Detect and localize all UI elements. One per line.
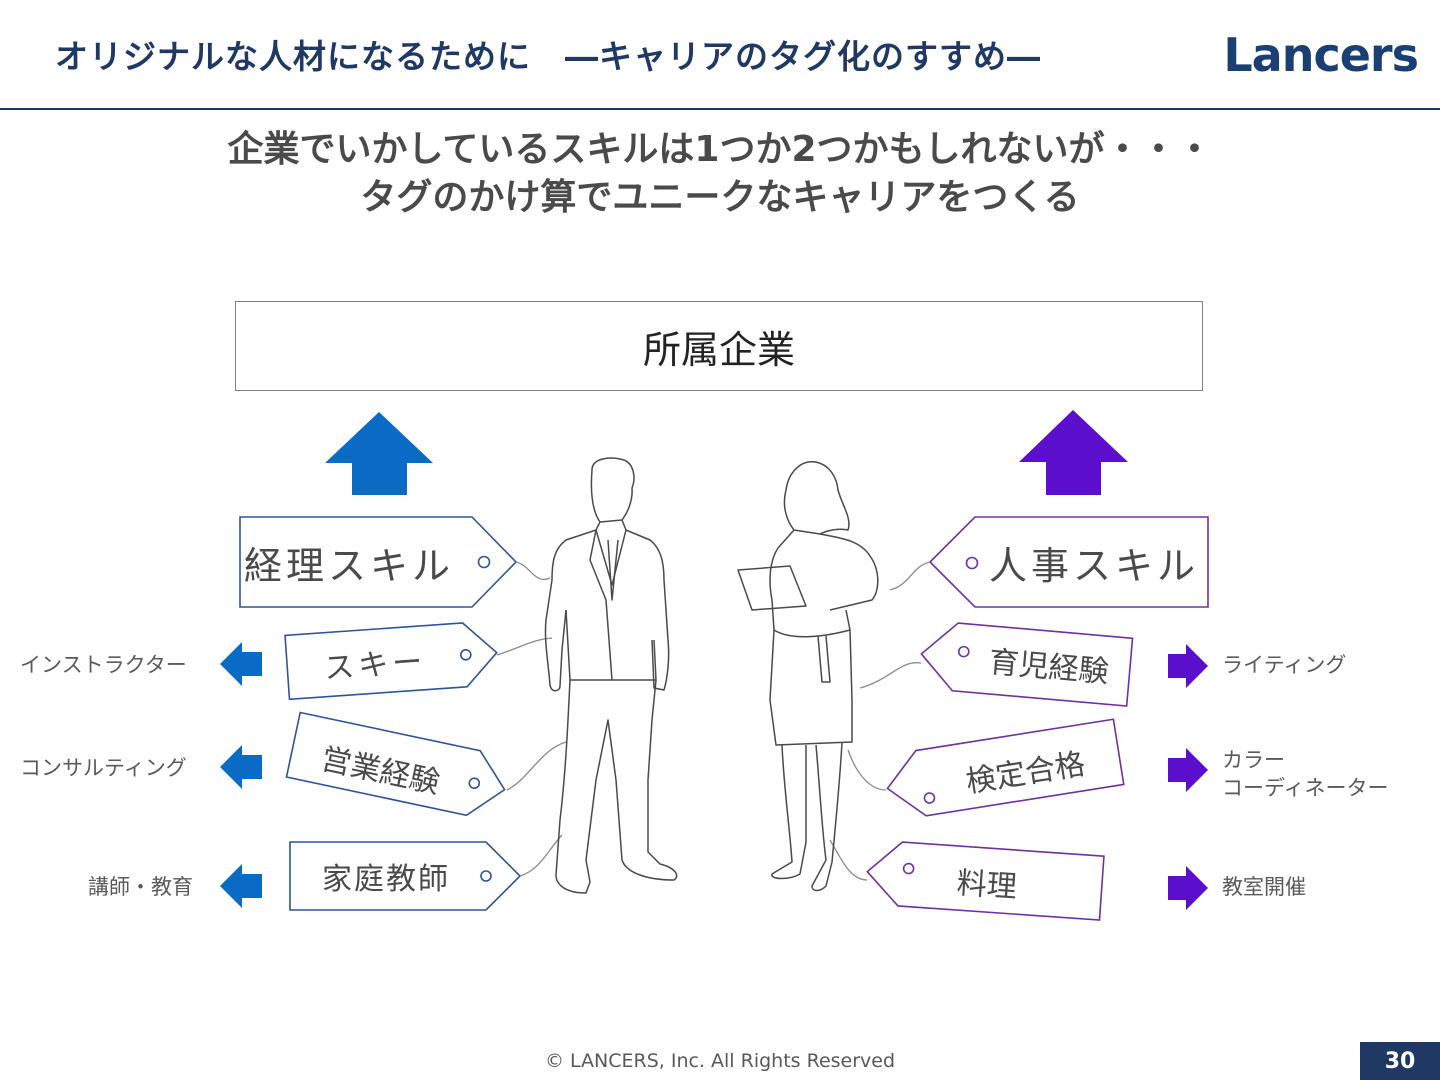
right-arrow-icon-1 bbox=[1168, 644, 1208, 688]
right-arrow-icon-2 bbox=[1168, 748, 1208, 792]
tag-label-katei: 家庭教師 bbox=[300, 850, 472, 902]
man-figure-icon bbox=[545, 458, 676, 893]
outcome-left-1: インストラクター bbox=[20, 651, 187, 679]
left-arrow-icon-3 bbox=[220, 864, 262, 908]
outcome-right-1: ライティング bbox=[1222, 651, 1346, 679]
left-arrow-icon-2 bbox=[220, 745, 262, 789]
outcome-right-3: 教室開催 bbox=[1222, 873, 1306, 901]
page-number: 30 bbox=[1360, 1042, 1440, 1080]
woman-figure-icon bbox=[738, 462, 878, 891]
right-arrow-icon-3 bbox=[1168, 866, 1208, 910]
copyright-footer: © LANCERS, Inc. All Rights Reserved bbox=[0, 1050, 1440, 1072]
tag-label-ryouri: 料理 bbox=[920, 852, 1053, 913]
left-arrow-icon-1 bbox=[220, 642, 262, 686]
tag-label-keiri: 経理スキル bbox=[240, 517, 458, 607]
tag-label-jinji: 人事スキル bbox=[984, 517, 1204, 607]
outcome-left-2: コンサルティング bbox=[20, 754, 187, 782]
up-arrow-right-icon bbox=[1019, 410, 1128, 495]
outcome-right-2: カラー コーディネーター bbox=[1222, 746, 1389, 802]
outcome-left-3: 講師・教育 bbox=[88, 873, 193, 901]
up-arrow-left-icon bbox=[325, 412, 433, 495]
